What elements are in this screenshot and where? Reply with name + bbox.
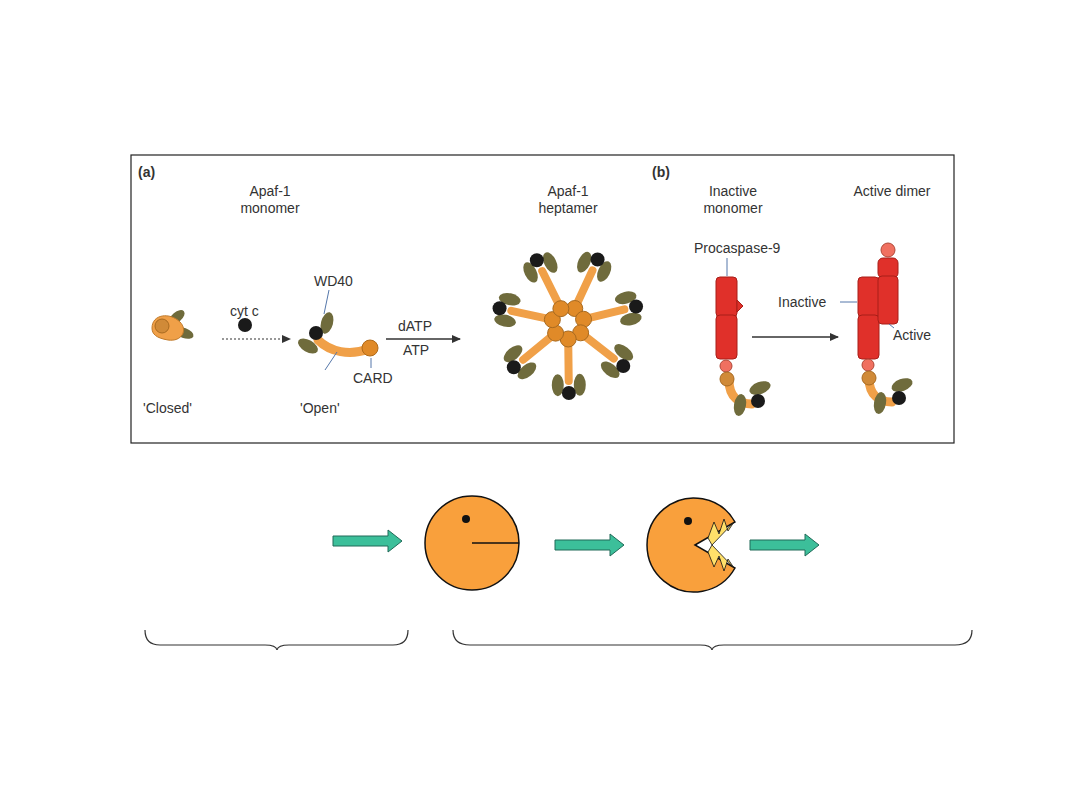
leader-line (371, 358, 372, 368)
brace (453, 630, 972, 650)
protein-arm (584, 335, 614, 358)
figure-label: (a) (138, 164, 155, 181)
block-arrow (333, 530, 402, 552)
figure-label: CARD (353, 370, 393, 387)
card-domain (553, 301, 569, 317)
active-pacman (647, 498, 735, 592)
block-arrows (333, 530, 819, 556)
apaf1-heptamer (493, 250, 643, 400)
pacman-mouth (472, 542, 519, 544)
caspase-domain (858, 315, 879, 359)
figure-label: 'Closed' (143, 400, 192, 417)
figure-label: ATP (403, 342, 429, 359)
figure-label: Active (893, 327, 931, 344)
card-domain (862, 371, 876, 385)
figure-label: Active dimer (852, 183, 932, 200)
cytochrome-c (616, 359, 630, 373)
pacman-eye (462, 515, 470, 523)
figure-label: dATP (398, 318, 432, 335)
cytochrome-c (507, 360, 521, 374)
leader-line (324, 290, 329, 314)
block-arrow (555, 534, 624, 556)
arrow (386, 338, 460, 339)
caspase-card (862, 359, 874, 371)
caspase-card (881, 243, 895, 257)
wd40-leaf (890, 376, 915, 395)
card-domain (362, 340, 378, 356)
cytochrome-c (309, 326, 323, 340)
protein-arm (576, 270, 592, 304)
figure-label: Inactive (778, 294, 826, 311)
pacman-eye (684, 517, 692, 525)
leader-line (325, 352, 337, 370)
caspase-card (720, 360, 732, 372)
protein-arm (318, 340, 368, 352)
block-arrow (750, 534, 819, 556)
figure-label: Apaf-1 heptamer (523, 183, 613, 217)
leader-line (840, 302, 857, 303)
cytochrome-c (629, 300, 643, 314)
inactive-pacman (425, 496, 519, 590)
figure-label: cyt c (230, 303, 259, 320)
pacman-teeth (708, 545, 734, 571)
cytochrome-c (238, 318, 252, 332)
wd40-leaf (619, 311, 643, 328)
figure-label: Apaf-1 monomer (225, 183, 315, 217)
cytochrome-c (493, 301, 507, 315)
card-domain (720, 372, 734, 386)
cytochrome-c (892, 391, 906, 405)
pacman-body (647, 498, 735, 592)
closed-apaf1 (152, 307, 195, 341)
figure-label: Inactive monomer (688, 183, 778, 217)
caspase-domain (878, 276, 898, 324)
protein-arm (542, 271, 559, 305)
figure-label: Procaspase-9 (694, 240, 780, 257)
card-domain (155, 319, 169, 333)
caspase-notch (737, 300, 743, 312)
protein-arm (564, 343, 572, 381)
cytochrome-c (562, 386, 576, 400)
protein-arm (523, 336, 552, 360)
cytochrome-c (751, 394, 765, 408)
wd40-leaf (493, 313, 517, 329)
brace (145, 630, 408, 650)
open-apaf1 (295, 290, 378, 370)
pacman-body (425, 496, 519, 590)
caspase-domain (716, 277, 737, 317)
caspase-domain (858, 277, 879, 317)
cytochrome-c (530, 253, 544, 267)
figure-label: WD40 (314, 273, 353, 290)
arrow (752, 336, 838, 337)
caspase-domain (716, 315, 737, 359)
cytochrome-c (591, 253, 605, 267)
pacman-teeth (708, 519, 734, 545)
wd40-leaf (872, 391, 888, 415)
wd40-leaf (732, 393, 748, 417)
protein-arm (587, 309, 624, 318)
figure-label: 'Open' (300, 400, 340, 417)
figure-label: (b) (652, 164, 670, 181)
arrow (222, 338, 290, 339)
caspase-domain (878, 258, 898, 278)
protein-body (152, 316, 184, 340)
protein-arm (511, 311, 548, 319)
figure-frame (131, 155, 954, 443)
leader-line (727, 258, 728, 276)
